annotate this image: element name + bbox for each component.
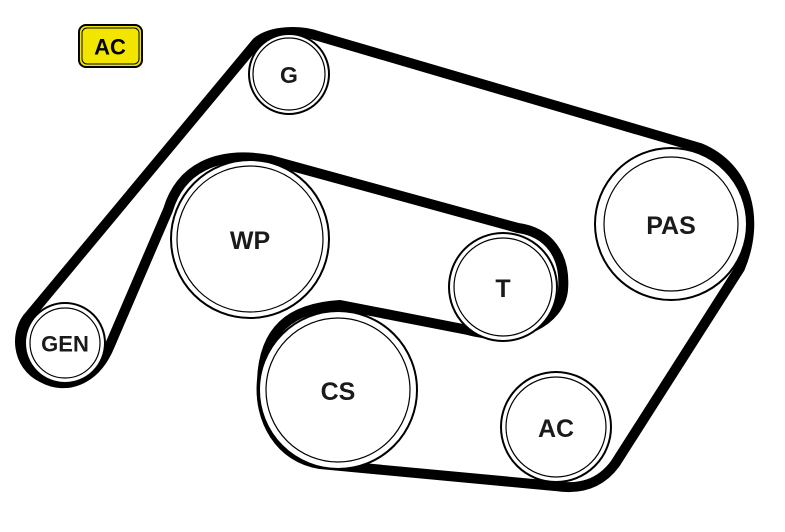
pulley-t-label: T xyxy=(495,275,510,303)
pulley-gen-label: GEN xyxy=(41,332,89,357)
ac-badge: AC xyxy=(78,24,143,68)
pulley-cs-label: CS xyxy=(321,378,356,406)
pulley-pas: PAS xyxy=(594,147,748,301)
pulley-g: G xyxy=(248,33,330,115)
pulley-g-label: G xyxy=(280,62,298,88)
pulley-ac-label: AC xyxy=(538,415,574,443)
pulley-ac: AC xyxy=(500,371,612,483)
pulley-cs: CS xyxy=(258,310,418,470)
serpentine-belt xyxy=(15,27,755,493)
pulley-pas-label: PAS xyxy=(646,212,696,240)
pulley-t: T xyxy=(448,232,558,342)
pulley-wp-label: WP xyxy=(230,227,270,255)
ac-badge-label: AC xyxy=(94,35,126,60)
pulley-wp: WP xyxy=(170,159,330,319)
pulley-gen: GEN xyxy=(24,302,106,384)
